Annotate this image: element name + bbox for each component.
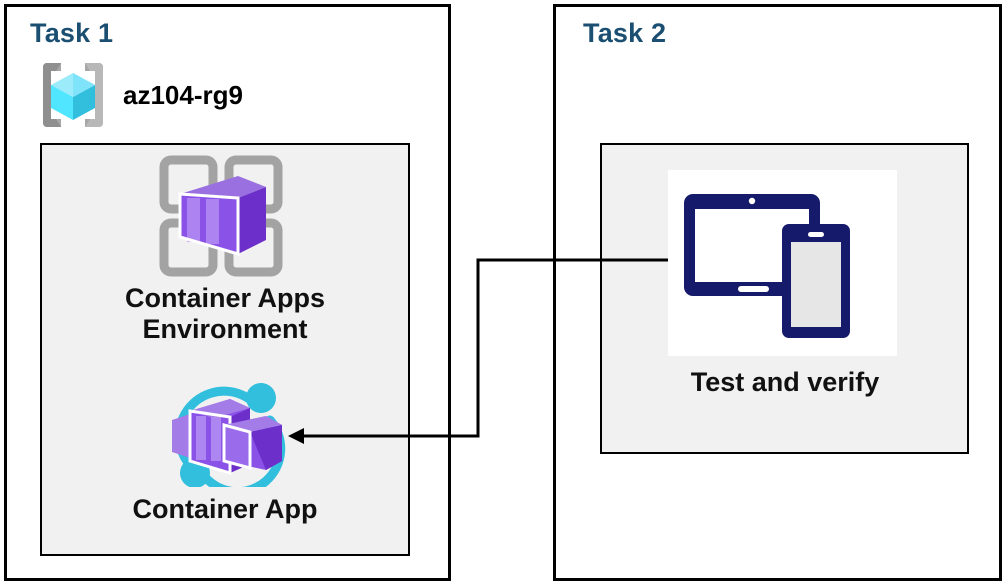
test-and-verify-label: Test and verify: [690, 367, 880, 397]
devices-test-icon: [680, 190, 885, 342]
container-app-label: Container App: [132, 494, 318, 524]
task-2-title: Task 2: [583, 18, 667, 48]
resource-group-label: az104-rg9: [123, 79, 243, 110]
container-app-icon: [158, 376, 291, 497]
resource-group-row: az104-rg9: [33, 57, 313, 133]
container-apps-environment-label: Container Apps Environment: [124, 283, 325, 345]
task-1-title: Task 1: [30, 18, 114, 48]
container-apps-environment-icon: [156, 154, 286, 278]
azure-resource-group-icon: [33, 57, 113, 133]
